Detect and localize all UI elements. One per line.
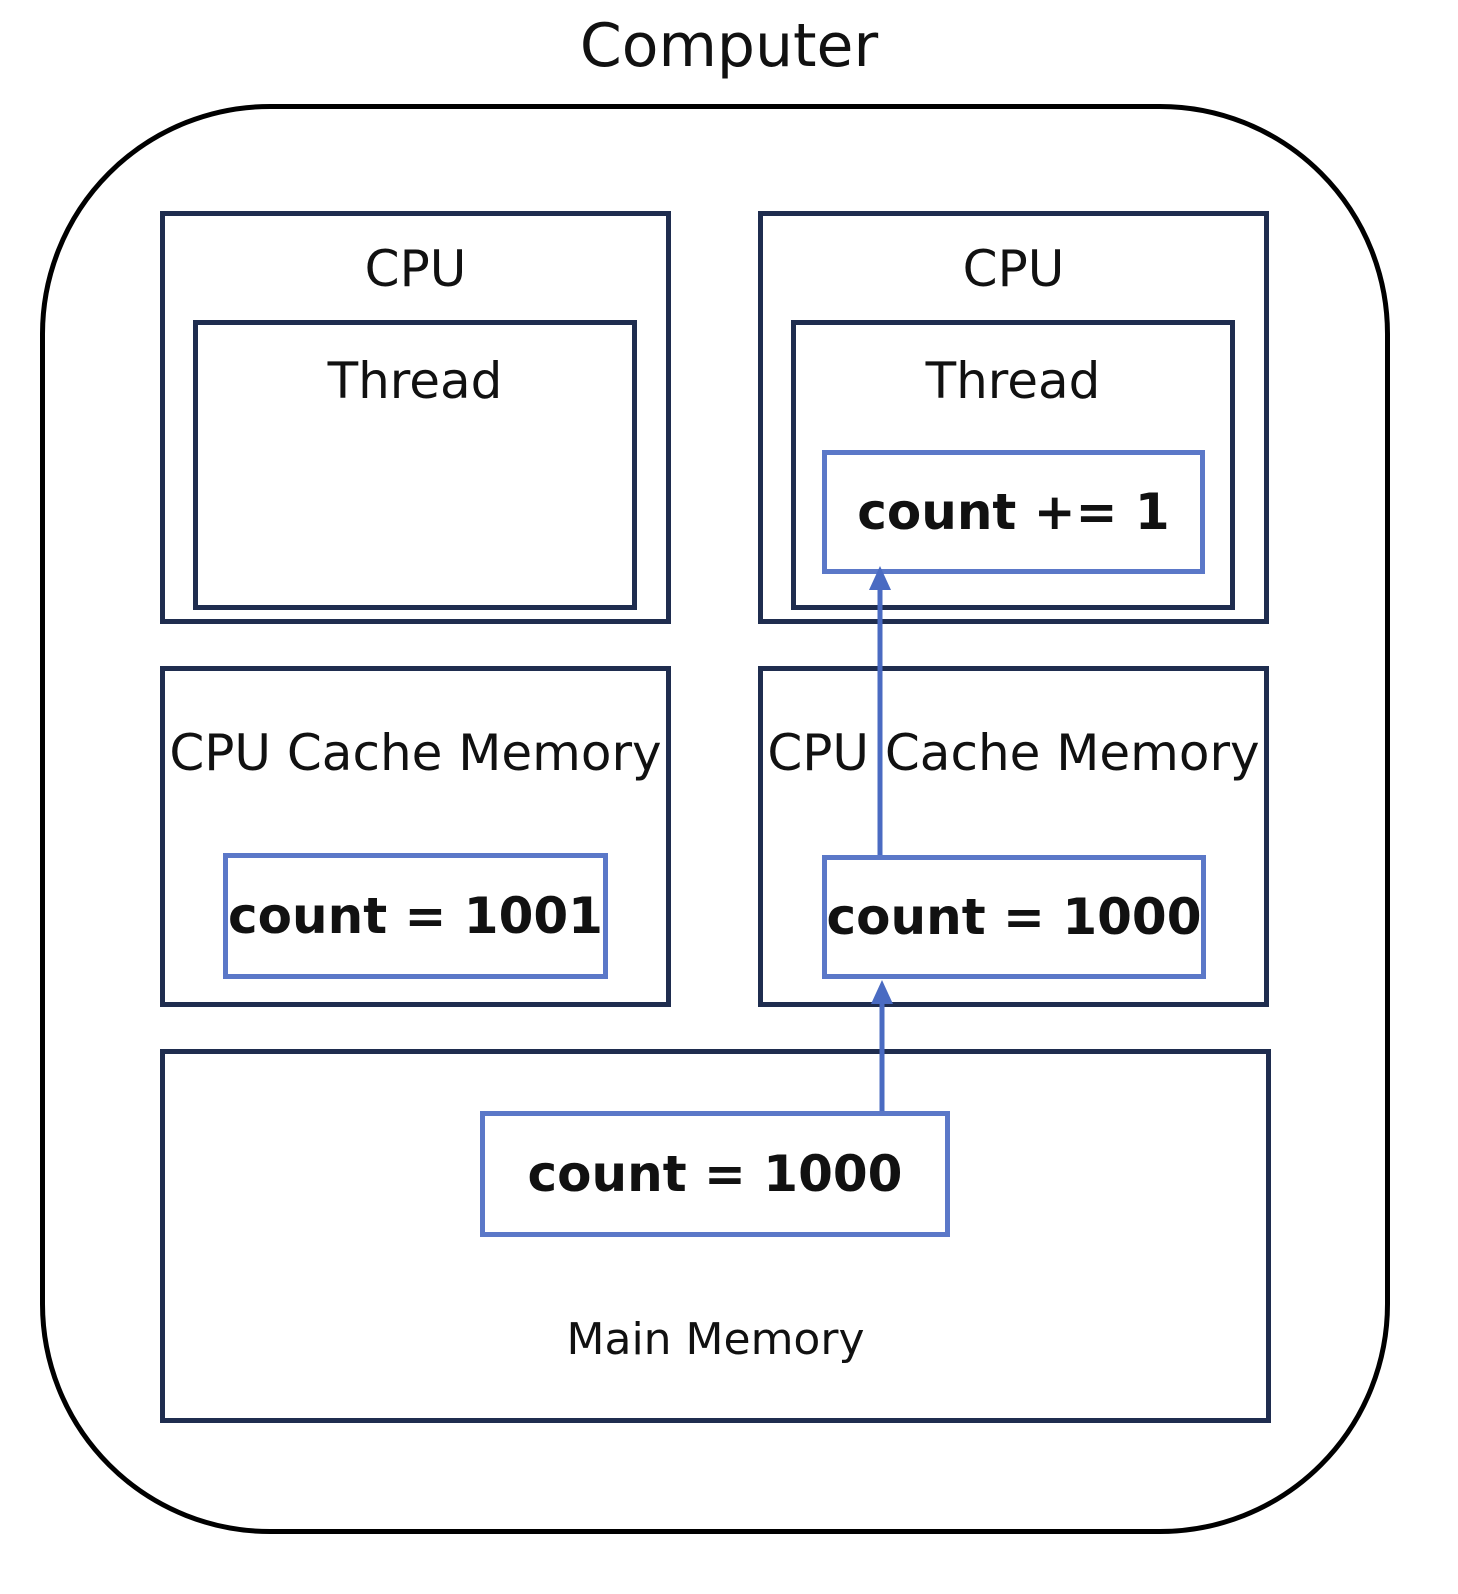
- main-memory-value: count = 1000: [480, 1111, 950, 1237]
- thread-right-label: Thread: [925, 352, 1101, 410]
- arrow-main-to-cache: [871, 980, 893, 1111]
- cache-right-value: count = 1000: [822, 855, 1206, 979]
- thread-left-box: [193, 320, 637, 610]
- cache-right-label: CPU Cache Memory: [767, 724, 1260, 782]
- thread-right-box: [791, 320, 1235, 610]
- cpu-left-box: [160, 211, 671, 624]
- main-memory-label: Main Memory: [566, 1314, 865, 1365]
- cpu-left-label: CPU: [364, 240, 467, 298]
- cache-right-box: [758, 666, 1269, 1007]
- diagram-title: Computer: [579, 11, 879, 81]
- cache-left-label: CPU Cache Memory: [169, 724, 662, 782]
- cpu-right-box: [758, 211, 1269, 624]
- thread-right-operation: count += 1: [822, 450, 1205, 574]
- main-memory-box: [160, 1049, 1271, 1423]
- cache-left-value: count = 1001: [223, 853, 608, 979]
- computer-frame: [40, 104, 1390, 1534]
- thread-left-label: Thread: [327, 352, 503, 410]
- cache-left-box: [160, 666, 671, 1007]
- cpu-right-label: CPU: [962, 240, 1065, 298]
- arrow-cache-to-thread: [869, 566, 891, 855]
